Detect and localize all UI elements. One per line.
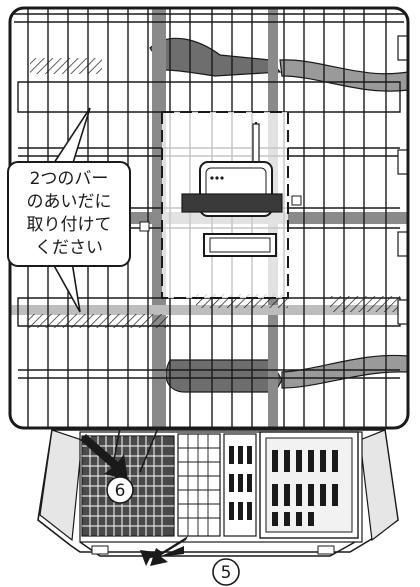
callout-line-1: 2つのバー xyxy=(30,169,109,189)
callout-line-2: のあいだに xyxy=(27,192,112,212)
hatch-bar-top xyxy=(30,58,102,74)
step-5-marker: 5 xyxy=(212,558,240,586)
callout-line-4: ください xyxy=(35,238,103,258)
push-arrow-icon xyxy=(80,434,128,480)
step-5-label: 5 xyxy=(221,563,232,583)
sensor-device-icon xyxy=(181,122,283,257)
zoomed-rack-panel xyxy=(8,6,410,430)
cutlery-basket-middle xyxy=(177,433,257,537)
step-6-label: 6 xyxy=(115,481,126,501)
callout-line-3: 取り付けて xyxy=(27,215,112,235)
cutlery-basket-right xyxy=(259,431,359,539)
hatch-bar-right xyxy=(330,296,400,312)
instruction-callout: 2つのバー のあいだに 取り付けて ください xyxy=(7,107,131,313)
hatch-bar-left xyxy=(28,314,168,328)
push-arrow-icon xyxy=(140,536,188,566)
step-6-marker: 6 xyxy=(106,476,134,504)
hose-lower xyxy=(165,354,408,393)
